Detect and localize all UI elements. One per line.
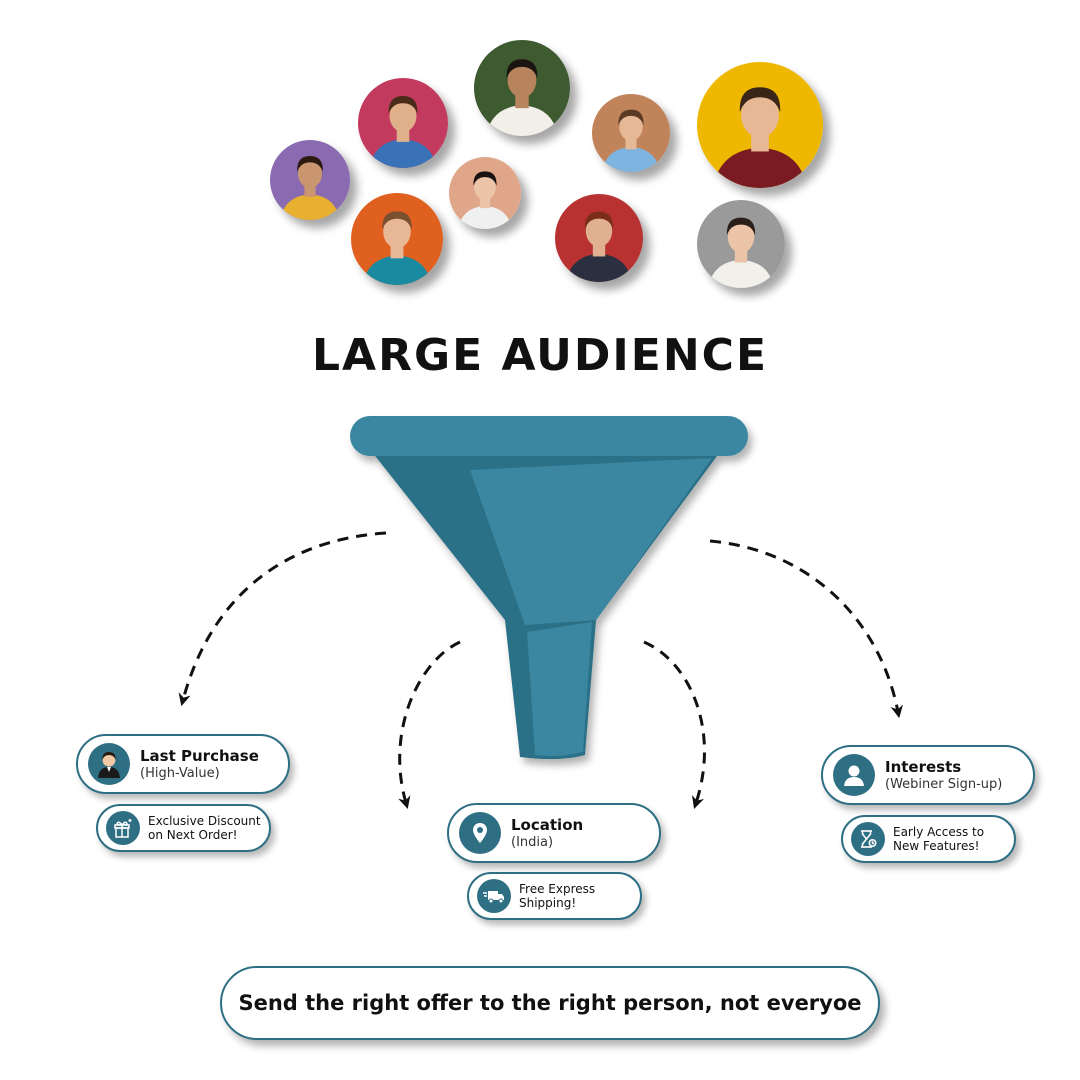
offer-line-1: Exclusive Discount bbox=[148, 814, 261, 828]
gift-icon bbox=[106, 811, 140, 845]
hourglass-icon bbox=[851, 822, 885, 856]
segment-subtitle: (Webiner Sign-up) bbox=[885, 776, 1003, 792]
offer-free-express-shipping: Free Express Shipping! bbox=[467, 872, 642, 920]
avatar-man-pink bbox=[358, 78, 448, 168]
map-pin-icon bbox=[459, 812, 501, 854]
offer-line-2: Shipping! bbox=[519, 896, 577, 910]
avatar-woman-purple bbox=[270, 140, 350, 220]
offer-exclusive-discount: Exclusive Discount on Next Order! bbox=[96, 804, 271, 852]
funnel-highlight bbox=[470, 458, 712, 625]
offer-line-1: Early Access to bbox=[893, 825, 985, 839]
avatar-man-yellow bbox=[697, 62, 823, 188]
person-icon bbox=[88, 743, 130, 785]
arrow-last-purchase bbox=[178, 531, 387, 707]
segment-subtitle: (India) bbox=[511, 834, 554, 850]
offer-line-2: on Next Order! bbox=[148, 828, 238, 842]
tagline-banner: Send the right offer to the right person… bbox=[220, 966, 880, 1040]
arrow-location bbox=[398, 640, 461, 810]
segment-subtitle: (High-Value) bbox=[140, 765, 220, 781]
avatar-woman-peach bbox=[449, 157, 521, 229]
segment-last-purchase: Last Purchase (High-Value) bbox=[76, 734, 290, 794]
funnel-rim bbox=[350, 416, 748, 456]
avatar-woman-red bbox=[555, 194, 643, 282]
avatar-man-green bbox=[474, 40, 570, 136]
avatar-man-orange bbox=[351, 193, 443, 285]
segment-title: Interests bbox=[885, 757, 962, 776]
arrow-free-shipping bbox=[643, 640, 706, 809]
offer-line-2: New Features! bbox=[893, 839, 980, 853]
offer-line-1: Free Express bbox=[519, 882, 596, 896]
segment-location: Location (India) bbox=[447, 803, 661, 863]
funnel-stem-highlight bbox=[527, 622, 592, 756]
user-icon bbox=[833, 754, 875, 796]
avatar-man-tan bbox=[592, 94, 670, 172]
arrow-interests bbox=[709, 539, 903, 719]
offer-early-access: Early Access to New Features! bbox=[841, 815, 1016, 863]
avatar-woman-gray bbox=[697, 200, 785, 288]
funnel-icon bbox=[350, 416, 748, 760]
segment-title: Last Purchase bbox=[140, 746, 259, 765]
segment-interests: Interests (Webiner Sign-up) bbox=[821, 745, 1035, 805]
page-title: LARGE AUDIENCE bbox=[311, 330, 768, 381]
tagline-text: Send the right offer to the right person… bbox=[238, 991, 862, 1015]
segment-title: Location bbox=[511, 815, 584, 834]
delivery-truck-icon bbox=[477, 879, 511, 913]
